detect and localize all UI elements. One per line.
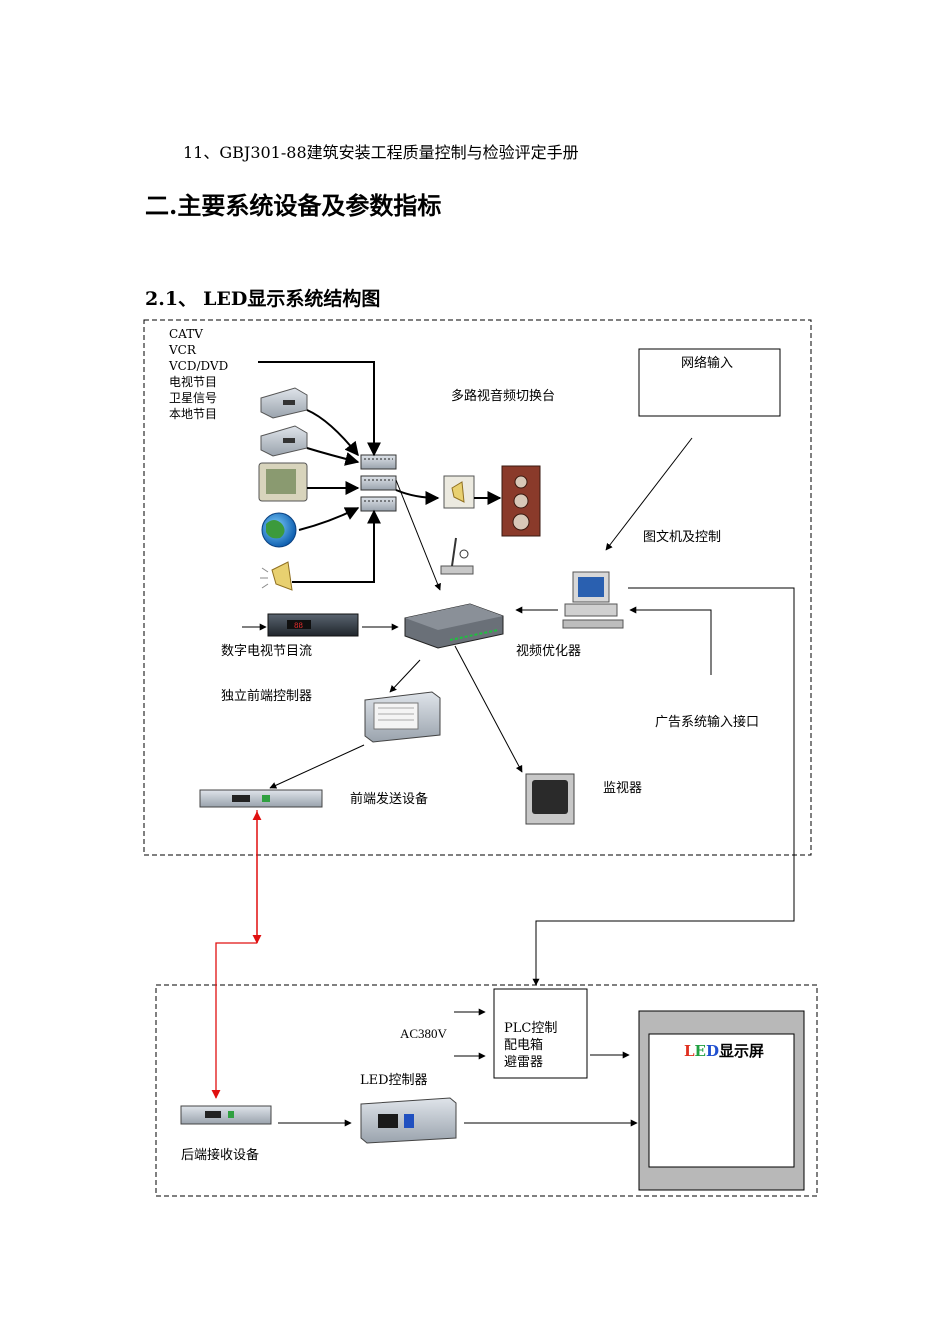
led-screen-label: LED显示屏: [684, 1040, 764, 1061]
audio-mixer-icon: [443, 475, 475, 509]
digital-tv-label: 数字电视节目流: [221, 644, 313, 659]
led-controller-label: LED控制器: [360, 1073, 428, 1088]
source-item: 电视节目: [169, 375, 218, 389]
subsection-heading: 2.1、LED显示系统结构图: [145, 284, 380, 311]
led-controller-icon: [360, 1097, 457, 1144]
led-screen-panel: [648, 1033, 795, 1168]
source-connections: [258, 361, 502, 583]
dvd-device-icon: [260, 425, 308, 457]
signal-connections: [242, 437, 795, 986]
front-end-frame: [143, 319, 812, 856]
led-letter-l: L: [684, 1042, 695, 1060]
monitor-label: 监视器: [603, 781, 643, 796]
subsection-number: 2.1、: [145, 288, 198, 310]
front-transmitter-label: 前端发送设备: [350, 792, 429, 807]
reference-item: 11、GBJ301-88建筑安装工程质量控制与检验评定手册: [183, 143, 579, 162]
satellite-globe-icon: [261, 512, 297, 548]
source-item: VCD/DVD: [169, 359, 229, 373]
tv-device-icon: [258, 462, 308, 502]
led-screen-suffix: 显示屏: [719, 1042, 765, 1060]
section-heading: 二.主要系统设备及参数指标: [145, 191, 442, 220]
source-item: CATV: [169, 327, 203, 341]
video-optimizer-label: 视频优化器: [516, 644, 582, 659]
front-controller-icon: [364, 691, 441, 743]
local-broadcast-icon: [260, 561, 293, 591]
rear-receiver-label: 后端接收设备: [181, 1148, 260, 1163]
back-end-frame: [155, 984, 818, 1197]
network-input-label: 网络输入: [681, 356, 734, 371]
set-top-box-icon: 88: [267, 613, 359, 637]
graphics-pc-label: 图文机及控制: [643, 530, 722, 545]
led-letter-d: D: [705, 1042, 719, 1060]
graphics-pc-icon: [562, 571, 624, 629]
fiber-link-line: [216, 810, 257, 1098]
source-item: VCR: [169, 343, 196, 357]
power-connections: [278, 1008, 638, 1127]
vcr-device-icon: [260, 387, 308, 419]
plc-line: 配电箱: [504, 1038, 544, 1053]
ad-input-label: 广告系统输入接口: [655, 715, 760, 730]
svg-text:88: 88: [294, 622, 303, 630]
front-controller-label: 独立前端控制器: [221, 689, 313, 704]
microphone-stand-icon: [440, 537, 474, 575]
plc-label: PLC控制 配电箱 避雷器: [504, 1020, 557, 1071]
led-letter-e: E: [694, 1042, 706, 1060]
monitor-icon: [525, 773, 575, 825]
rear-receiver-icon: [180, 1105, 272, 1125]
plc-box: [493, 988, 588, 1079]
av-switcher-label: 多路视音频切换台: [451, 389, 556, 404]
network-input-box: [638, 348, 781, 417]
subsection-title: LED显示系统结构图: [203, 288, 381, 310]
speaker-cabinet-icon: [501, 465, 541, 537]
video-optimizer-icon: [404, 603, 504, 649]
plc-line: PLC控制: [504, 1021, 558, 1036]
source-list: CATV VCR VCD/DVD 电视节目 卫星信号 本地节目: [169, 326, 228, 422]
ac-power-label: AC380V: [400, 1026, 447, 1041]
front-transmitter-icon: [199, 789, 323, 808]
source-item: 本地节目: [169, 407, 218, 421]
plc-line: 避雷器: [504, 1055, 544, 1070]
av-switcher-icon: [360, 454, 397, 512]
source-item: 卫星信号: [169, 391, 218, 405]
